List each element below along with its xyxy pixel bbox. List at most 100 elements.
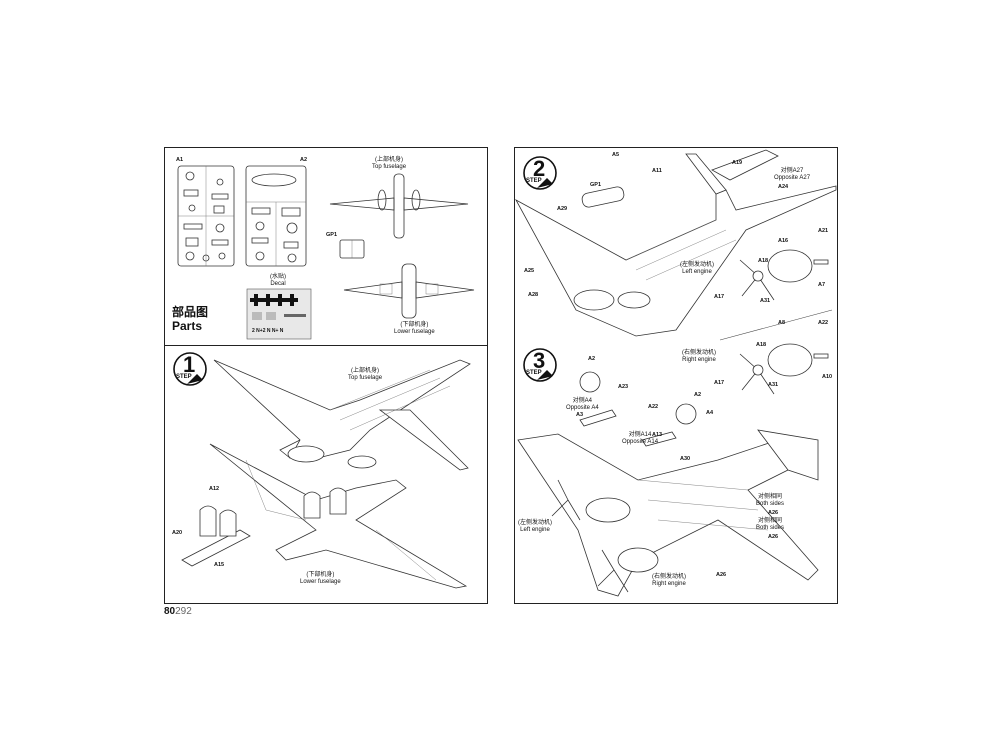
step1-top-fuselage-cn: (上部机身) <box>351 368 380 374</box>
decal-cn: (水贴) <box>270 274 286 280</box>
parts-title: 部品图 Parts <box>172 305 208 333</box>
step1-word: STEP <box>176 374 192 380</box>
step1-top-fuselage-en: Top fuselage <box>348 375 383 381</box>
step3-left-engine-cn: (左侧发动机) <box>518 520 552 526</box>
step3-part-a26-a: A26 <box>768 510 779 516</box>
page-number-suffix: 292 <box>175 606 192 617</box>
step3-opp-a14-en: Opposite A14 <box>622 439 659 445</box>
step1-lower-fuselage-en: Lower fuselage <box>300 579 341 585</box>
step3-part-a17: A17 <box>714 380 725 386</box>
step1-number: 1 <box>183 352 196 377</box>
top-fuselage-en: Top fuselage <box>372 164 407 170</box>
step3-word: STEP <box>526 370 542 376</box>
step2-part-a5: A5 <box>612 152 620 158</box>
step2-left-engine-en: Left engine <box>682 269 712 275</box>
step2-right-engine <box>739 343 829 395</box>
decal-codes: 2 N+2 N N+ N <box>252 328 284 334</box>
step2-left-engine-cn: (左侧发动机) <box>680 262 714 268</box>
step3-left-engine-label: (左侧发动机) Left engine <box>518 520 552 534</box>
step2-part-a19: A19 <box>732 160 743 166</box>
step1-lower-fuselage-label: (下部机身) Lower fuselage <box>300 572 341 586</box>
step2-part-a7: A7 <box>818 282 826 288</box>
parts-panel <box>164 147 488 347</box>
decal-label: (水贴) Decal <box>270 274 286 288</box>
gp1-label: GP1 <box>326 232 338 238</box>
step3-part-a30: A30 <box>680 456 691 462</box>
step3-part-a4: A4 <box>706 410 714 416</box>
step2-left-engine-label: (左侧发动机) Left engine <box>680 262 714 276</box>
step2-part-a31: A31 <box>760 298 771 304</box>
sprue-a2-label: A2 <box>300 157 308 163</box>
step3-part-a26-b: A26 <box>768 534 779 540</box>
step2-right-engine-label: (右侧发动机) Right engine <box>682 350 716 364</box>
step2-part-a28: A28 <box>528 292 539 298</box>
step2-part-a24: A24 <box>778 184 789 190</box>
step1-lower-fuselage-cn: (下部机身) <box>306 572 335 578</box>
step3-aircraft <box>517 429 819 597</box>
step3-part-a31: A31 <box>768 382 779 388</box>
step3-both-cn-a: 对侧相同 <box>758 494 783 500</box>
parts-title-en: Parts <box>172 319 203 333</box>
step1-badge <box>173 352 207 386</box>
step3-landing-gear <box>579 371 697 447</box>
step2-divider-line <box>719 309 833 341</box>
step2-opposite-label: 对侧A27 Opposite A27 <box>774 168 810 182</box>
step3-number: 3 <box>533 348 546 373</box>
step3-part-a23: A23 <box>618 384 629 390</box>
step3-part-a2-top: A2 <box>588 356 596 362</box>
step2-part-a16: A16 <box>778 238 789 244</box>
step2-opposite-cn: 对侧A27 <box>780 168 804 174</box>
step2-part-a21: A21 <box>818 228 829 234</box>
step1-part-a20: A20 <box>172 530 183 536</box>
step3-both-sides-a: 对侧相同 Both sides <box>756 494 784 508</box>
step1-top-fuselage <box>213 359 471 471</box>
step3-opp-a14-label: 对侧A14 Opposite A14 <box>622 432 658 446</box>
step3-both-cn-b: 对侧相同 <box>758 518 783 524</box>
step2-part-a17: A17 <box>714 294 725 300</box>
step2-number: 2 <box>533 156 546 181</box>
step3-part-a18: A18 <box>756 342 767 348</box>
step2-part-a29: A29 <box>557 206 568 212</box>
step3-right-engine-en: Right engine <box>652 581 686 587</box>
step3-both-en-a: Both sides <box>756 501 785 507</box>
step2-word: STEP <box>526 178 542 184</box>
page-number-prefix: 80 <box>164 606 176 617</box>
top-fuselage-cn: (上部机身) <box>375 157 404 163</box>
lower-fuselage-en: Lower fuselage <box>394 329 435 335</box>
step3-part-a13: A13 <box>652 432 663 438</box>
sprue-a1-diagram <box>177 165 235 267</box>
step3-part-a26-c: A26 <box>716 572 727 578</box>
sprue-a2-diagram <box>245 165 307 267</box>
step3-left-engine-en: Left engine <box>520 527 550 533</box>
step1-part-a15: A15 <box>214 562 225 568</box>
step2-part-a22: A22 <box>818 320 829 326</box>
gp1-canopy-part <box>339 239 365 259</box>
lower-fuselage-cn: (下部机身) <box>400 322 429 328</box>
sprue-a1-label: A1 <box>176 157 184 163</box>
step2-right-engine-cn: (右侧发动机) <box>682 350 716 356</box>
step2-engine <box>739 249 829 301</box>
step2-badge <box>523 156 557 190</box>
step3-opp-a4-label: 对侧A4 Opposite A4 <box>566 398 599 412</box>
lower-fuselage-plan <box>343 263 475 319</box>
step3-part-a22: A22 <box>648 404 659 410</box>
step1-top-fuselage-label: (上部机身) Top fuselage <box>348 368 382 382</box>
step2-part-a25: A25 <box>524 268 535 274</box>
parts-title-cn: 部品图 <box>172 305 209 319</box>
step3-right-engine-cn: (右侧发动机) <box>652 574 686 580</box>
step3-part-a3: A3 <box>576 412 584 418</box>
step2-part-gp1: GP1 <box>590 182 602 188</box>
step2-part-a11: A11 <box>652 168 662 174</box>
top-fuselage-plan <box>329 173 469 239</box>
step1-lower-fuselage <box>209 443 468 589</box>
step3-both-sides-b: 对侧相同 Both sides <box>756 518 784 532</box>
step2-opposite-en: Opposite A27 <box>774 175 811 181</box>
step3-right-engine-label: (右侧发动机) Right engine <box>652 574 686 588</box>
step3-opp-a4-cn: 对侧A4 <box>572 398 593 404</box>
lower-fuselage-label: (下部机身) Lower fuselage <box>394 322 435 336</box>
step3-opp-a4-en: Opposite A4 <box>566 405 599 411</box>
step1-part-a12: A12 <box>209 486 220 492</box>
decal-sheet <box>246 288 312 340</box>
step1-seats <box>181 487 347 567</box>
step3-both-en-b: Both sides <box>756 525 785 531</box>
